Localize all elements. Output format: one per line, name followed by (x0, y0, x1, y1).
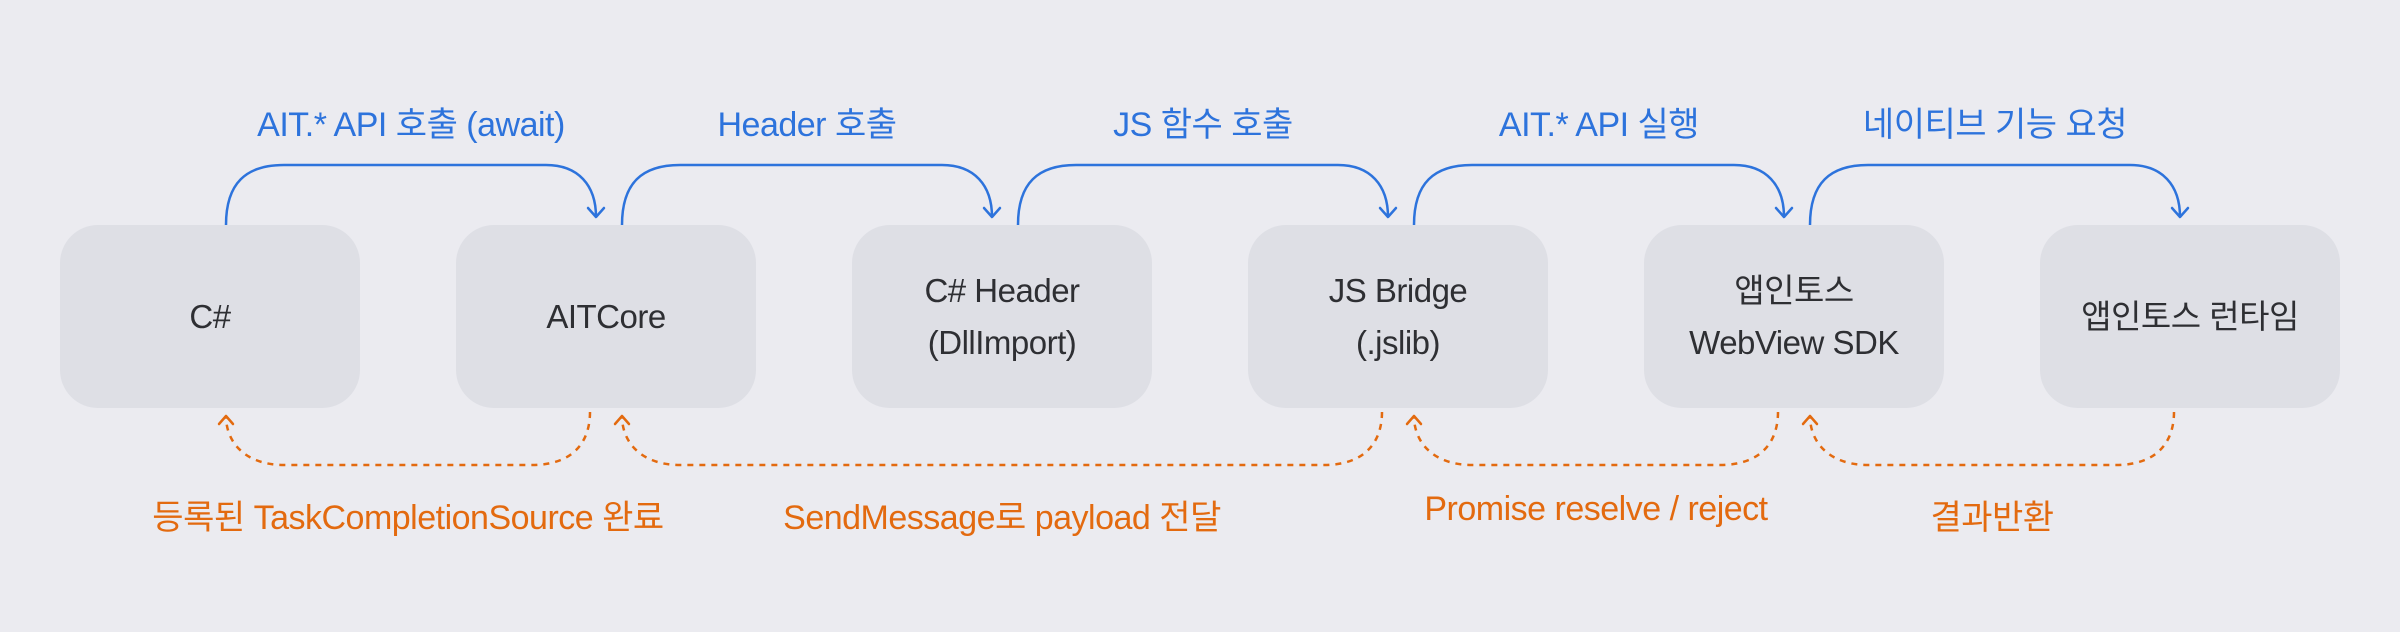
node-js-bridge: JS Bridge (.jslib) (1248, 225, 1548, 408)
return-edge-label: 결과반환 (1930, 499, 2054, 537)
call-edge-label: AIT.* API 실행 (1498, 106, 1700, 144)
node-aitcore: AITCore (456, 225, 756, 408)
node-label: 앱인토스 런타임 (2081, 297, 2299, 335)
arrowhead-icon (2170, 206, 2190, 219)
node-label: JS Bridge (1328, 271, 1468, 309)
arrowhead-icon (1801, 414, 1819, 426)
node-label: 앱인토스 (1734, 271, 1854, 309)
node-label: AITCore (546, 297, 666, 335)
return-arrow-line (1808, 411, 2176, 467)
call-arrow (1808, 163, 2190, 226)
call-edge-label: JS 함수 호출 (1113, 106, 1293, 144)
call-arrow (224, 163, 606, 226)
call-edge-label: Header 호출 (717, 106, 897, 144)
return-arrow (217, 411, 592, 467)
node-appintoss-webview-sdk: 앱인토스 WebView SDK (1644, 225, 1944, 408)
node-label: C# (189, 297, 231, 335)
call-arrow (1412, 163, 1794, 226)
arrowhead-icon (1774, 206, 1794, 219)
arrowhead-icon (217, 414, 235, 426)
call-arrow-line (224, 163, 598, 226)
call-edge-label: AIT.* API 호출 (await) (257, 106, 565, 144)
call-arrow (620, 163, 1002, 226)
return-edge-label: 등록된 TaskCompletionSource 완료 (152, 499, 664, 537)
node-csharp-header: C# Header (DllImport) (852, 225, 1152, 408)
call-arrow-line (1808, 163, 2182, 226)
call-arrow-line (1412, 163, 1786, 226)
node-csharp: C# (60, 225, 360, 408)
node-appintoss-runtime: 앱인토스 런타임 (2040, 225, 2340, 408)
call-arrow (1016, 163, 1398, 226)
return-arrow (1405, 411, 1780, 467)
node-label: WebView SDK (1689, 323, 1899, 361)
return-arrow-line (1412, 411, 1780, 467)
call-arrow-line (620, 163, 994, 226)
node-label: (DllImport) (927, 323, 1077, 361)
return-edge-label: SendMessage로 payload 전달 (783, 499, 1221, 537)
arrowhead-icon (586, 206, 606, 219)
return-arrow-line (620, 411, 1384, 467)
return-arrow (1801, 411, 2176, 467)
return-edge-label: Promise reselve / reject (1424, 490, 1768, 528)
call-arrow-line (1016, 163, 1390, 226)
arrowhead-icon (1405, 414, 1423, 426)
arrowhead-icon (613, 414, 631, 426)
call-edge-label: 네이티브 기능 요청 (1862, 106, 2128, 144)
arrowhead-icon (982, 206, 1002, 219)
return-arrow-line (224, 411, 592, 467)
arrowhead-icon (1378, 206, 1398, 219)
return-arrow (613, 411, 1384, 467)
node-label: C# Header (924, 271, 1080, 309)
node-label: (.jslib) (1356, 323, 1441, 361)
